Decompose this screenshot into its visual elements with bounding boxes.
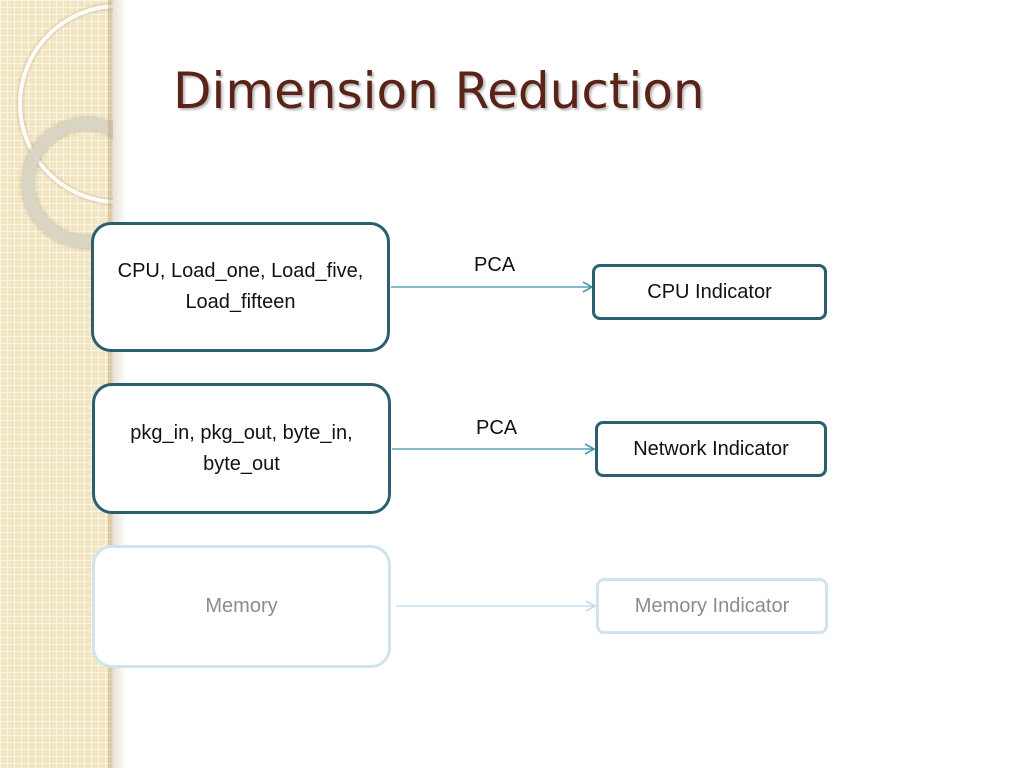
method-label-row-2: PCA: [476, 417, 518, 439]
decorative-side-panel: [0, 0, 113, 768]
output-box-cpu-indicator: CPU Indicator: [592, 264, 827, 320]
output-box-network-indicator: Network Indicator: [595, 421, 827, 477]
method-label-row-1: PCA: [474, 254, 516, 276]
output-label-network-indicator: Network Indicator: [633, 437, 789, 460]
input-label-network-metrics: pkg_in, pkg_out, byte_in, byte_out: [130, 421, 353, 475]
output-label-memory-indicator: Memory Indicator: [634, 594, 790, 617]
output-box-memory-indicator: Memory Indicator: [596, 578, 828, 634]
input-box-cpu-metrics: CPU, Load_one, Load_five, Load_fifteen: [91, 222, 390, 352]
slide-title: Dimension Reduction: [173, 62, 705, 120]
output-label-cpu-indicator: CPU Indicator: [647, 280, 772, 303]
input-label-memory: Memory: [205, 595, 278, 617]
input-label-cpu-metrics: CPU, Load_one, Load_five, Load_fifteen: [117, 260, 364, 313]
input-box-memory: Memory: [92, 545, 391, 668]
input-box-network-metrics: pkg_in, pkg_out, byte_in, byte_out: [92, 383, 391, 514]
